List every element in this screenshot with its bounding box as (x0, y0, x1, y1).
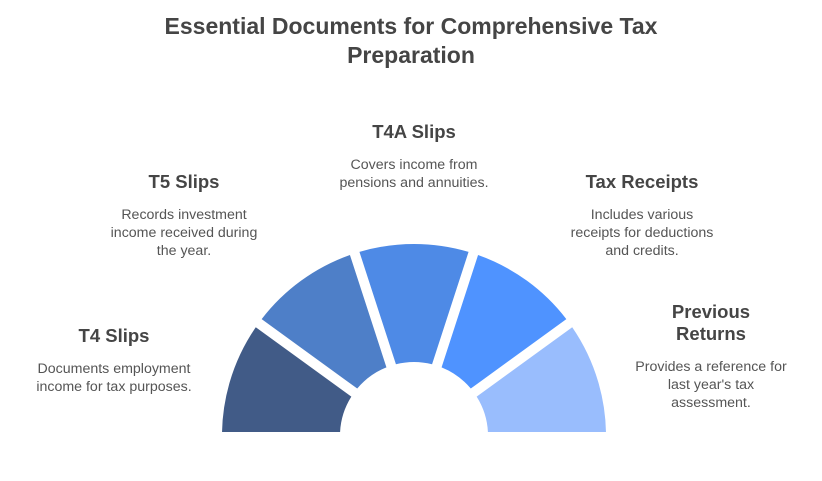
segment-previous-returns (476, 327, 606, 432)
segment-t4 (222, 327, 352, 432)
segment-tax-receipts (441, 255, 567, 389)
item-tax-receipts-description: Includes various receipts for deductions… (570, 207, 714, 259)
page-title: Essential Documents for Comprehensive Ta… (0, 12, 822, 70)
item-t4a-description: Covers income from pensions and annuitie… (339, 157, 489, 191)
item-t4a-heading: T4A Slips (372, 121, 456, 142)
title-line-2: Preparation (347, 42, 475, 68)
item-t4: T4 Slips Documents employment income for… (14, 325, 214, 396)
title-line-1: Essential Documents for Comprehensive Ta… (164, 13, 658, 39)
item-t4-description: Documents employment income for tax purp… (36, 361, 192, 395)
item-tax-receipts-heading: Tax Receipts (585, 171, 699, 192)
segment-t5 (261, 255, 387, 389)
item-previous-returns: Previous Returns Provides a reference fo… (611, 301, 811, 412)
item-previous-returns-description: Provides a reference for last year's tax… (635, 359, 787, 411)
item-t4-heading: T4 Slips (78, 325, 150, 346)
item-t5: T5 Slips Records investment income recei… (84, 171, 284, 260)
item-previous-returns-heading: Previous Returns (671, 301, 751, 344)
item-t5-description: Records investment income received durin… (110, 207, 258, 259)
item-t4a: T4A Slips Covers income from pensions an… (314, 121, 514, 192)
segment-t4a (359, 244, 469, 365)
item-t5-heading: T5 Slips (148, 171, 220, 192)
item-tax-receipts: Tax Receipts Includes various receipts f… (542, 171, 742, 260)
